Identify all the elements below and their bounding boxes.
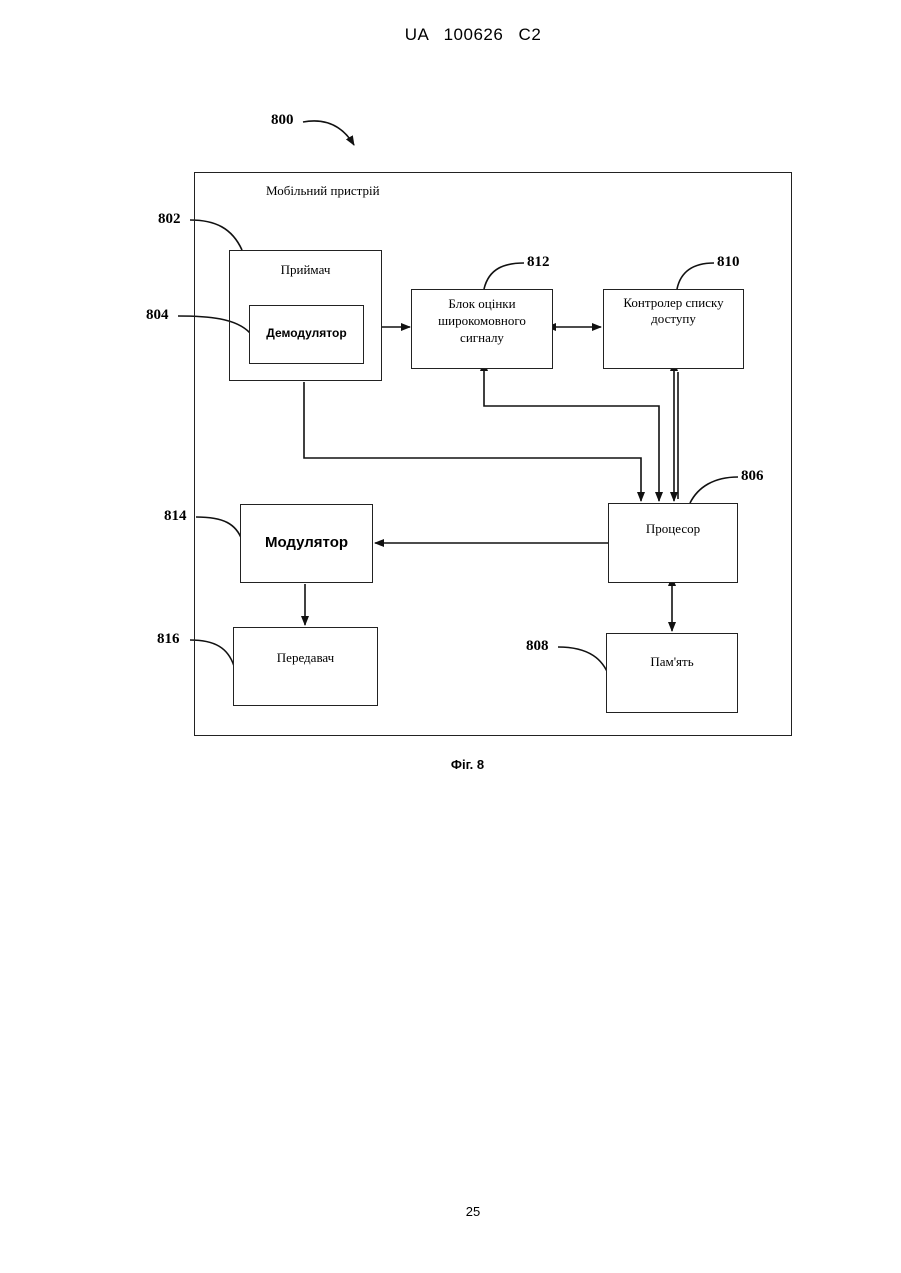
- wideband-estimator-box: Блок оцінки широкомовного сигналу: [411, 289, 553, 369]
- leader-800: [303, 121, 354, 145]
- transmitter-label: Передавач: [234, 650, 377, 666]
- memory-label: Пам'ять: [607, 654, 737, 670]
- page-number: 25: [0, 1204, 901, 1219]
- receiver-label: Приймач: [229, 262, 382, 278]
- acl-controller-box: Контролер списку доступу: [603, 289, 744, 369]
- ref-808: 808: [526, 638, 549, 655]
- demodulator-label: Демодулятор: [250, 326, 363, 340]
- acl-controller-label: Контролер списку доступу: [619, 290, 729, 327]
- processor-box: Процесор: [608, 503, 738, 583]
- processor-label: Процесор: [609, 521, 737, 537]
- ref-802: 802: [158, 211, 181, 228]
- memory-box: Пам'ять: [606, 633, 738, 713]
- transmitter-box: Передавач: [233, 627, 378, 706]
- ref-812: 812: [527, 254, 550, 271]
- wideband-estimator-label: Блок оцінки широкомовного сигналу: [427, 290, 537, 346]
- ref-814: 814: [164, 508, 187, 525]
- modulator-box: Модулятор: [240, 504, 373, 583]
- ref-804: 804: [146, 307, 169, 324]
- ref-810: 810: [717, 254, 740, 271]
- mobile-device-label: Мобільний пристрій: [266, 183, 380, 199]
- modulator-label: Модулятор: [241, 534, 372, 551]
- demodulator-box: Демодулятор: [249, 305, 364, 364]
- ref-816: 816: [157, 631, 180, 648]
- ref-800: 800: [271, 112, 294, 129]
- figure-caption: Фіг. 8: [0, 757, 901, 772]
- ref-806: 806: [741, 468, 764, 485]
